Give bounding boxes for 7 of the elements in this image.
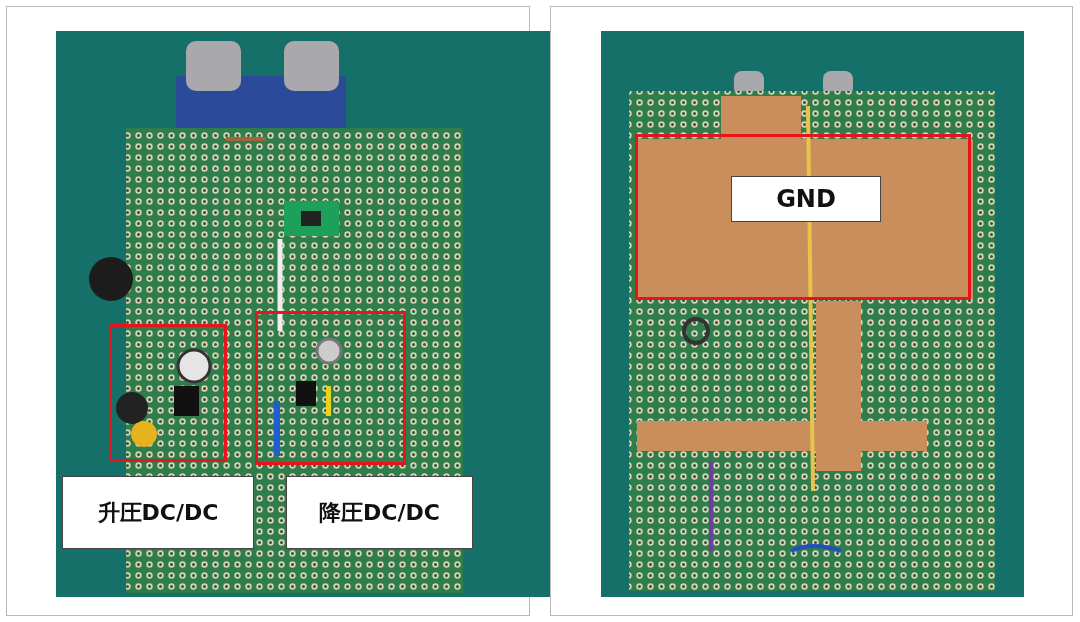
- highlight-box: [109, 324, 227, 462]
- highlight-box: [255, 311, 406, 465]
- text-label: GND: [731, 176, 881, 222]
- text-label: 降圧DC/DC: [286, 476, 473, 549]
- text-label: 升圧DC/DC: [62, 476, 254, 549]
- photo-panel: [550, 6, 1073, 616]
- highlight-box: [635, 134, 971, 300]
